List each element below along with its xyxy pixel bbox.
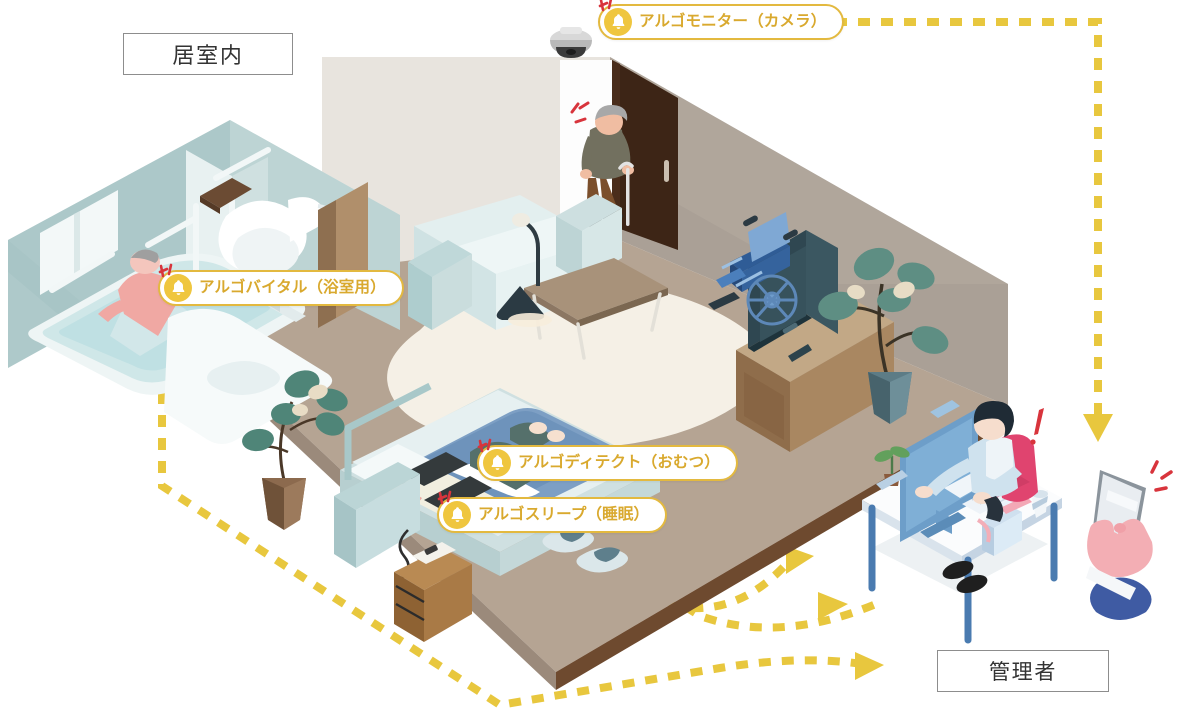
sensor-badge-monitor-label: アルゴモニター（カメラ） [639,13,827,31]
bathroom-window [40,190,118,295]
bell-icon [483,449,511,477]
tv-cabinet [736,292,894,452]
frame-label-admin: 管理者 [937,650,1109,692]
bath-shelf [200,178,252,214]
floor-lamp [496,213,552,327]
bell-icon [604,8,632,36]
smartphone-in-hand [1086,460,1173,620]
alert-exclamation-icon [1030,408,1044,445]
sensor-badge-detect[interactable]: アルゴディテクト（おむつ） [477,438,738,481]
sensor-badge-vital-label: アルゴバイタル（浴室用） [199,279,386,297]
frame-label-admin-text: 管理者 [988,661,1058,684]
monitor-display [900,400,978,542]
admin-area [862,400,1173,644]
bell-icon [443,501,471,529]
bell-icon [164,274,192,302]
bed-footboard [334,462,420,568]
sensor-badge-vital[interactable]: アルゴバイタル（浴室用） [158,263,404,306]
alert-mark-icon [1150,460,1173,492]
wheelchair [708,212,798,326]
dome-camera [550,27,592,58]
sensor-badge-monitor[interactable]: アルゴモニター（カメラ） [598,0,845,40]
flow-arrowheads [786,414,1113,680]
frame-label-room-text: 居室内 [172,43,244,68]
frame-label-room: 居室内 [123,33,293,75]
potted-plant-living [818,247,949,424]
sensor-badge-detect-label: アルゴディテクト（おむつ） [518,454,720,472]
flow-detect-to-admin [464,476,878,632]
administrator-figure [915,400,1022,594]
flow-monitor-to-admin [812,18,1102,416]
potted-plant-bedroom [242,370,348,530]
wheelchair-footrest [708,268,746,310]
nightstand [394,529,472,642]
sensor-badge-sleep[interactable]: アルゴスリープ（睡眠） [437,490,668,533]
room-wall-right [610,57,1008,406]
sensor-badge-sleep-label: アルゴスリープ（睡眠） [478,506,650,524]
alert-mark-icon [570,101,590,124]
wheelchair-handles [743,215,798,241]
bed-rail [344,382,432,480]
toilet [218,197,341,277]
sensor-unit [412,542,456,564]
